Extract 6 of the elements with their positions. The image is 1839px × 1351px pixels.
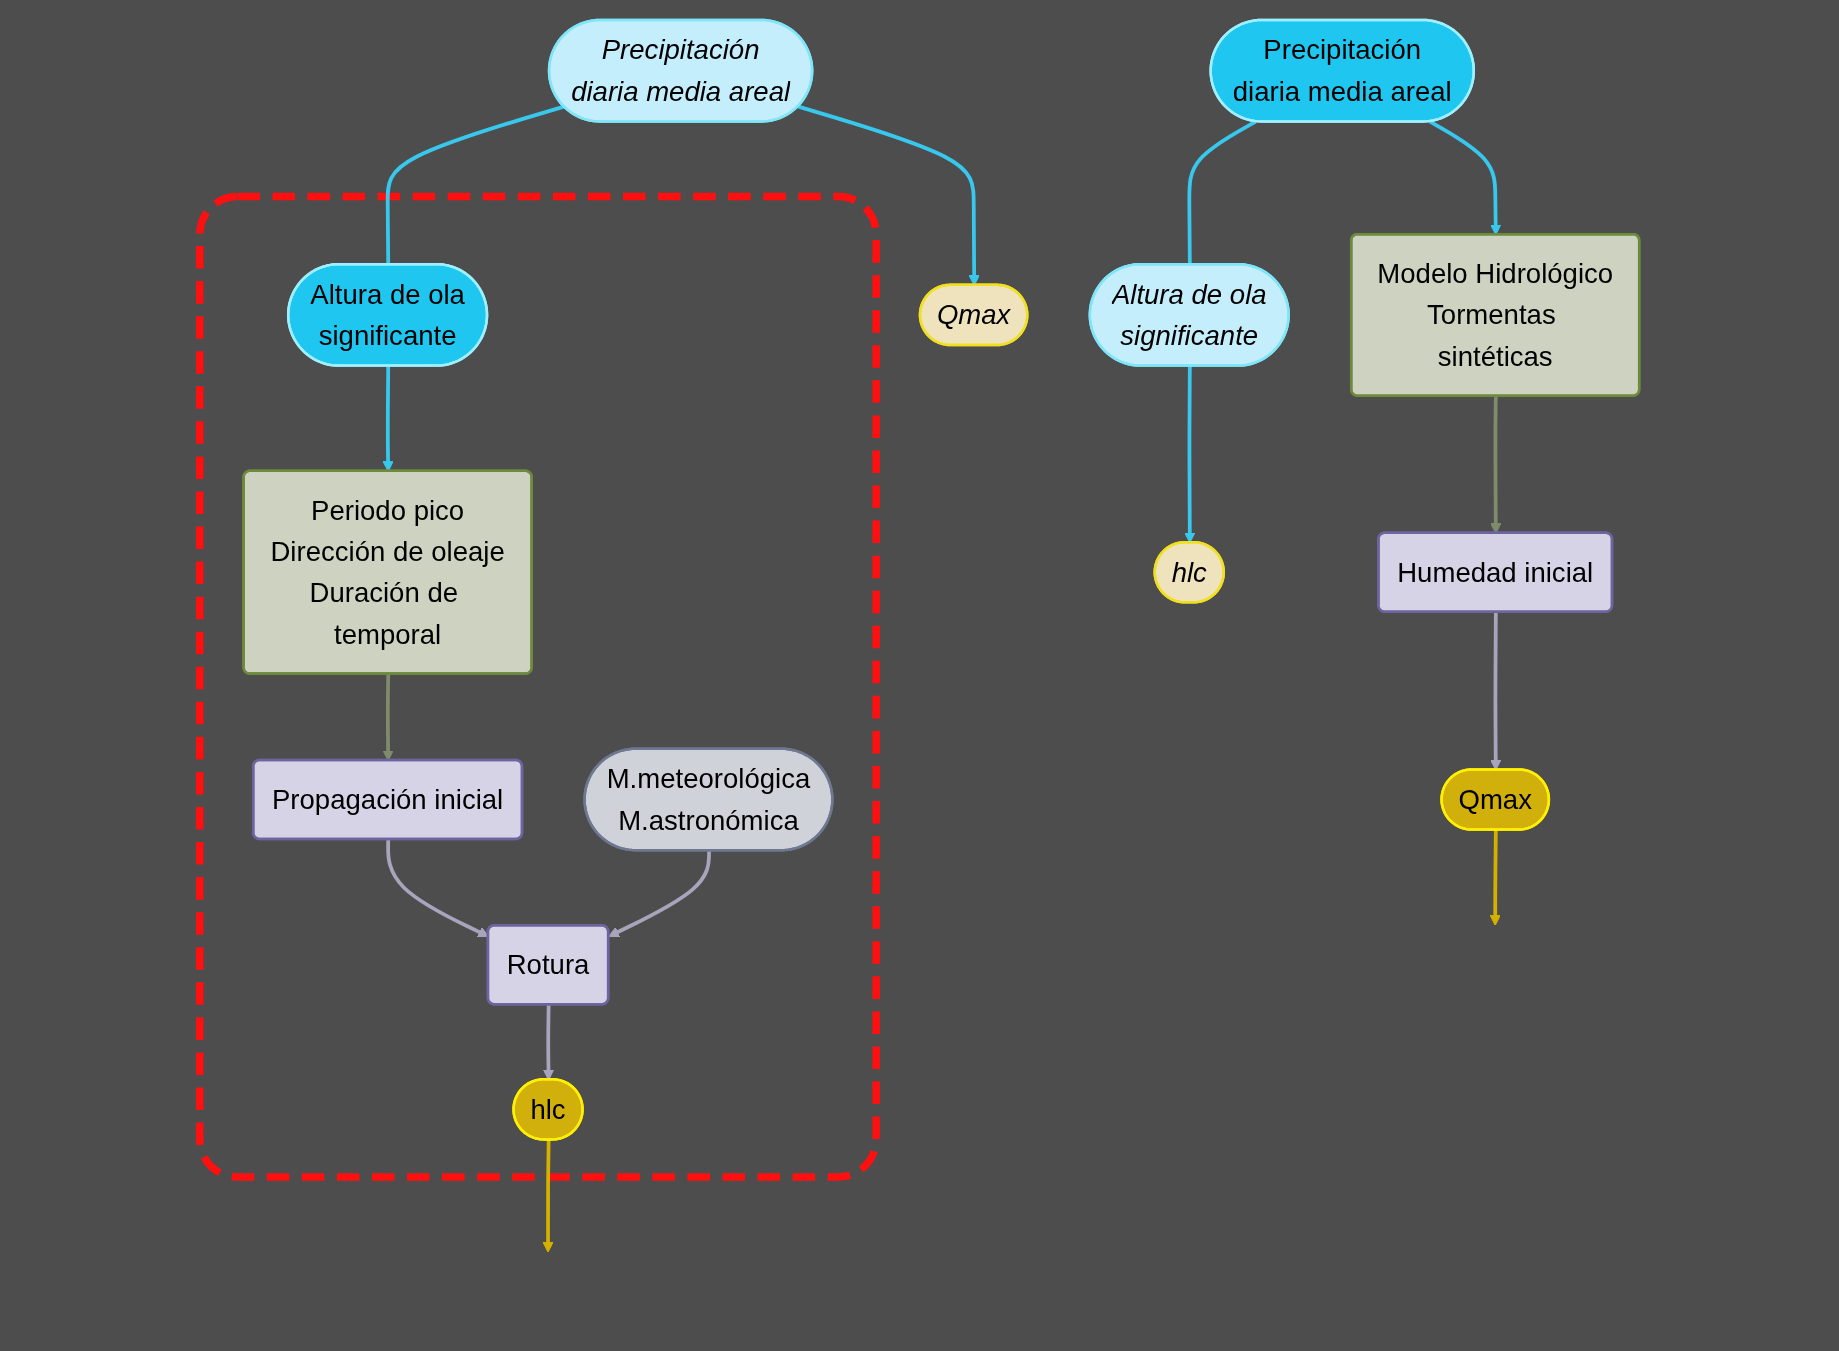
connector [1187,120,1257,265]
arrow [608,850,711,938]
arrow [1489,830,1501,926]
cluster [196,192,880,1181]
arrow [542,1140,554,1253]
connector [385,104,565,265]
